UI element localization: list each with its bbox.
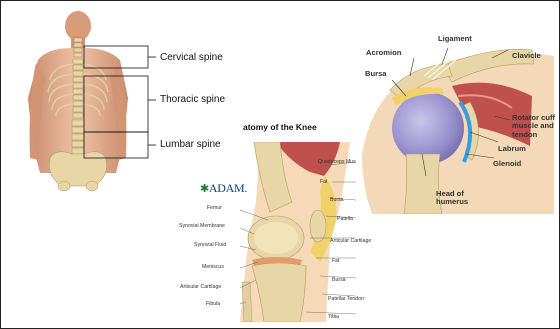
knee-label-patella: Patella: [337, 216, 353, 222]
adam-logo: ✱ADAM.: [200, 181, 247, 196]
knee-label-bursa-lower: Bursa: [332, 277, 346, 283]
shoulder-label-labrum: Labrum: [498, 145, 526, 153]
knee-label-fibula: Fibula: [206, 301, 220, 307]
knee-illustration: [240, 142, 356, 322]
knee-label-bursa-upper: Bursa: [330, 197, 344, 203]
spine-illustration: [28, 8, 163, 193]
knee-label-fat-upper: Fat: [320, 179, 328, 185]
label-cervical-spine: Cervical spine: [160, 52, 223, 63]
shoulder-label-acromion: Acromion: [366, 49, 401, 57]
knee-label-tibia: Tibia: [328, 314, 339, 320]
adam-star-icon: ✱: [200, 183, 209, 195]
knee-label-fat-lower: Fat: [332, 258, 340, 264]
shoulder-label-head-of-humerus: Head of humerus: [436, 190, 476, 207]
shoulder-label-glenoid: Glenoid: [493, 160, 521, 168]
knee-label-patellar-tendon: Patellar Tendon: [328, 296, 364, 302]
shoulder-label-ligament: Ligament: [438, 35, 472, 43]
knee-title: atomy of the Knee: [243, 122, 317, 132]
shoulder-label-rotator-cuff: Rotator cuff muscle and tendon: [512, 114, 558, 139]
knee-label-articular-cartilage-left: Articular Cartilage: [180, 284, 221, 290]
knee-label-articular-cartilage-right: Articular Cartilage: [330, 238, 371, 244]
shoulder-label-bursa: Bursa: [365, 70, 387, 78]
label-thoracic-spine: Thoracic spine: [160, 94, 225, 105]
knee-label-meniscus: Meniscus: [202, 264, 224, 270]
knee-label-femur: Femur: [207, 205, 222, 211]
knee-label-synovial-fluid: Synovial Fluid: [194, 242, 226, 248]
label-lumbar-spine: Lumbar spine: [160, 139, 221, 150]
knee-label-synovial-membrane: Synovial Membrane: [179, 223, 225, 229]
knee-label-quadriceps: Quadriceps Mus: [318, 159, 356, 165]
shoulder-label-clavicle: Clavicle: [512, 52, 541, 60]
